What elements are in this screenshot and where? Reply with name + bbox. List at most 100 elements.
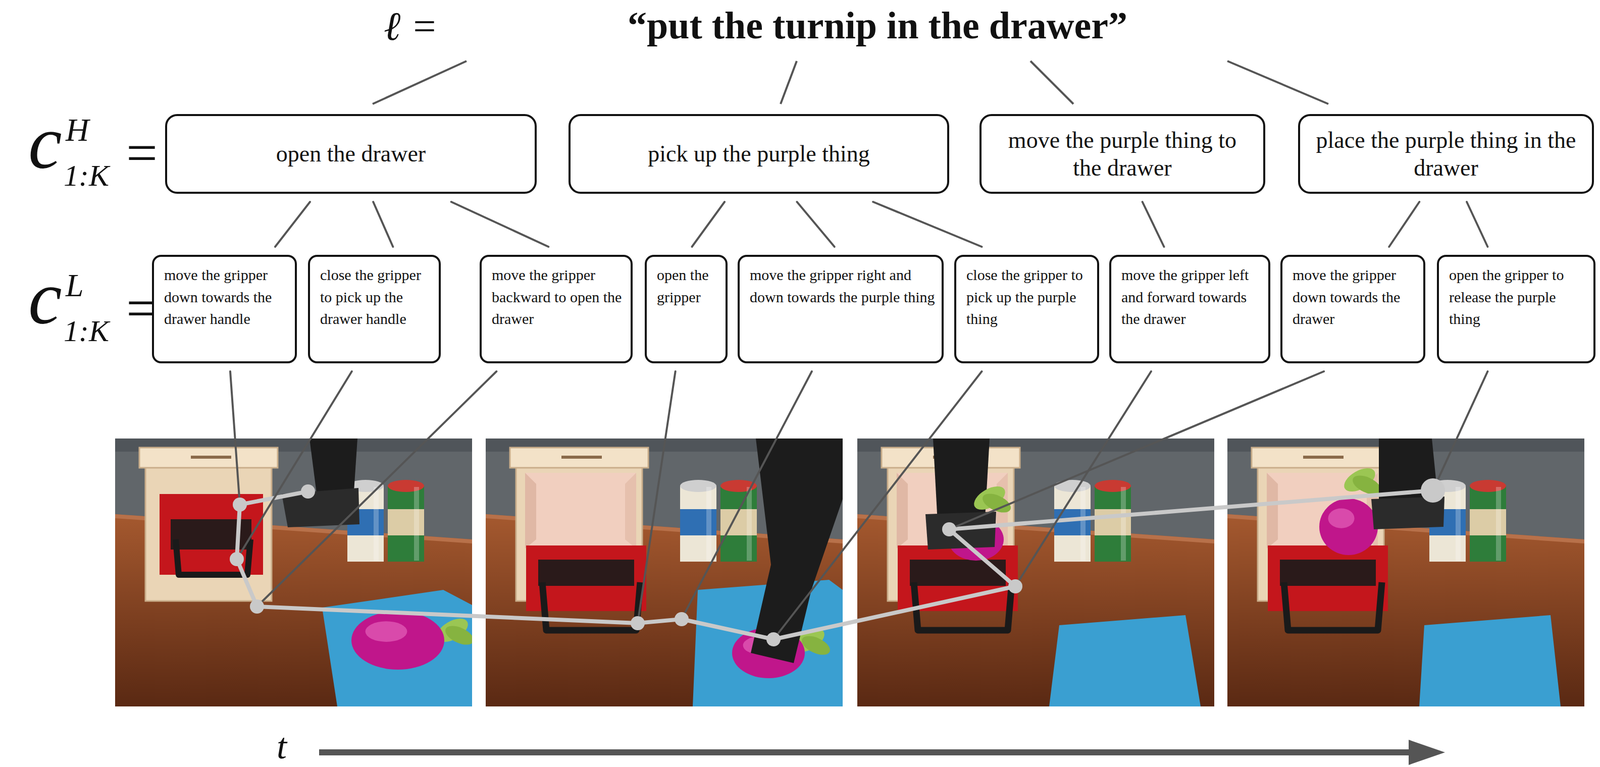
- wall: [1227, 438, 1585, 707]
- hierarchy-connector: [1388, 201, 1420, 247]
- can-body: [680, 486, 717, 562]
- trajectory-point: [249, 599, 265, 614]
- low-level-step-box: open the gripper: [644, 254, 728, 364]
- drawer-side: [625, 473, 637, 549]
- low-level-step-box: move the gripper backward to open the dr…: [479, 254, 633, 364]
- step-text: move the gripper down towards the drawer: [1292, 264, 1418, 331]
- trajectory-point: [229, 552, 244, 567]
- photo-content: [115, 438, 473, 707]
- hierarchy-connector: [275, 201, 311, 247]
- instruction-title: “put the turnip in the drawer”: [627, 6, 1128, 45]
- blue-cloth: [1419, 615, 1561, 707]
- low-level-step-box: open the gripper to release the purple t…: [1436, 254, 1596, 364]
- drawer-side: [525, 473, 537, 549]
- step-text: move the purple thing to the drawer: [991, 126, 1254, 182]
- turnip-body: [1319, 498, 1378, 556]
- photo-content: [485, 438, 843, 707]
- can-shine: [1080, 487, 1086, 561]
- leader-line: [262, 371, 497, 602]
- hierarchy-connector: [872, 201, 982, 247]
- blue-cloth: [1049, 615, 1201, 707]
- low-level-step-box: close the gripper to pick up the drawer …: [307, 254, 441, 364]
- math-symbol: c: [28, 260, 63, 336]
- step-text: pick up the purple thing: [647, 139, 870, 168]
- photo-panel: [1227, 438, 1585, 707]
- time-axis: [319, 749, 1414, 756]
- title-link-line: [1227, 61, 1329, 105]
- math-subscript: 1:K: [63, 160, 110, 191]
- trajectory-point: [630, 616, 645, 631]
- leader-line: [1438, 371, 1488, 479]
- drawer-grill: [1279, 559, 1376, 587]
- hierarchy-connector: [1142, 201, 1165, 247]
- can-shine: [1495, 487, 1502, 561]
- drawer-side: [896, 473, 908, 549]
- blue-cloth: [322, 590, 473, 707]
- drawer-handle: [1283, 582, 1382, 631]
- title-link-line: [1030, 61, 1074, 105]
- can-body: [387, 486, 425, 562]
- can-shine: [1455, 487, 1461, 561]
- hierarchy-connector: [796, 201, 835, 247]
- leader-line: [638, 371, 676, 616]
- drawer-lid: [509, 447, 649, 469]
- leader-line: [240, 371, 352, 553]
- photo-content: [1227, 438, 1585, 707]
- trajectory-point: [674, 612, 689, 627]
- title-link-line: [372, 61, 467, 105]
- trajectory-point: [300, 484, 316, 499]
- photo-panel: [857, 438, 1215, 707]
- high-level-step-box: place the purple thing in the drawer: [1298, 114, 1594, 194]
- high-level-step-box: move the purple thing to the drawer: [979, 114, 1266, 194]
- drawer-lid: [1251, 447, 1390, 469]
- step-text: move the gripper right and down towards …: [749, 264, 936, 308]
- step-text: open the gripper: [656, 264, 720, 308]
- drawer-slot: [1303, 455, 1344, 459]
- math-equals: =: [126, 125, 158, 181]
- can-shine: [706, 487, 712, 561]
- trajectory-point: [1008, 579, 1023, 594]
- step-text: open the drawer: [276, 139, 426, 168]
- drawer-lid: [139, 447, 278, 469]
- high-level-step-box: pick up the purple thing: [568, 114, 950, 194]
- drawer-inside: [525, 473, 637, 549]
- trajectory-point: [942, 522, 957, 537]
- drawer-front: [159, 494, 264, 576]
- can-body: [1094, 486, 1131, 562]
- low-level-step-box: move the gripper left and forward toward…: [1109, 254, 1271, 364]
- instruction-symbol: ℓ =: [383, 6, 438, 47]
- low-level-step-box: move the gripper down towards the drawer: [1280, 254, 1426, 364]
- robot-arm: [750, 438, 843, 664]
- hierarchy-connector: [1466, 201, 1488, 247]
- step-text: open the gripper to release the purple t…: [1449, 264, 1588, 331]
- trajectory-point: [766, 632, 781, 647]
- turnip-leaf: [442, 622, 473, 650]
- trajectory-point: [1420, 478, 1445, 503]
- photo-panel: [115, 438, 477, 707]
- high-level-step-box: open the drawer: [165, 114, 537, 194]
- step-text: move the gripper down towards the drawer…: [164, 264, 289, 331]
- robot-gripper: [925, 511, 997, 550]
- can-shine: [414, 487, 420, 561]
- time-axis-label: t: [276, 728, 287, 765]
- time-arrowhead: [1408, 740, 1445, 766]
- math-symbol: c: [28, 104, 63, 181]
- step-text: close the gripper to pick up the drawer …: [320, 264, 433, 331]
- title-link-line: [780, 61, 797, 105]
- drawer-slot: [190, 455, 232, 459]
- step-text: close the gripper to pick up the purple …: [966, 264, 1092, 331]
- leader-line: [956, 371, 1324, 527]
- low-level-step-box: move the gripper down towards the drawer…: [151, 254, 297, 364]
- leader-line: [778, 371, 983, 634]
- leader-line: [685, 371, 812, 613]
- hierarchy-connector: [691, 201, 725, 247]
- photo-content: [857, 438, 1215, 707]
- can-shine: [746, 487, 752, 561]
- can-shine: [373, 487, 379, 561]
- drawer-side: [1266, 473, 1278, 549]
- math-superscript: H: [65, 114, 89, 147]
- drawer-cabinet: [145, 449, 272, 602]
- wall: [115, 438, 473, 707]
- trajectory-line: [236, 490, 1433, 640]
